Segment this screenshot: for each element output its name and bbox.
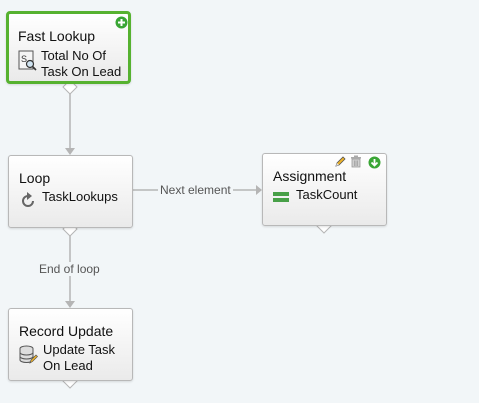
connector-arrow	[65, 148, 75, 155]
connector-label-end-of-loop: End of loop	[37, 262, 102, 276]
node-record-update[interactable]: Record Update Update Task On Lead	[8, 308, 133, 381]
node-fast-lookup[interactable]: Fast Lookup S Total No Of Task On Lead	[6, 11, 131, 84]
node-subtitle: Total No Of Task On Lead	[41, 48, 121, 80]
node-subtitle-line: Update Task	[43, 342, 116, 357]
node-subtitle: TaskCount	[296, 187, 358, 202]
connector-arrow	[256, 185, 262, 195]
delete-icon[interactable]	[350, 155, 362, 168]
connector-label-next-element: Next element	[158, 183, 233, 197]
add-icon[interactable]	[115, 16, 128, 29]
node-subtitle: Update Task On Lead	[43, 342, 115, 374]
download-icon[interactable]	[368, 156, 381, 169]
node-subtitle-line: On Lead	[43, 358, 93, 373]
record-update-icon	[19, 345, 38, 364]
node-title: Record Update	[19, 323, 114, 339]
node-title: Loop	[19, 170, 51, 186]
connector-arrow	[65, 301, 75, 308]
node-loop[interactable]: Loop TaskLookups	[8, 155, 133, 228]
loop-icon	[22, 192, 34, 207]
svg-text:S: S	[21, 54, 27, 64]
assignment-icon	[273, 192, 289, 202]
edit-icon[interactable]	[334, 156, 346, 168]
node-subtitle: TaskLookups	[42, 189, 118, 204]
node-assignment[interactable]: Assignment TaskCount	[262, 153, 387, 226]
node-subtitle-line: Task On Lead	[41, 64, 122, 79]
node-title: Assignment	[273, 168, 347, 184]
node-subtitle-line: Total No Of	[41, 48, 107, 63]
fast-lookup-icon: S	[18, 50, 37, 71]
node-title: Fast Lookup	[18, 28, 96, 44]
